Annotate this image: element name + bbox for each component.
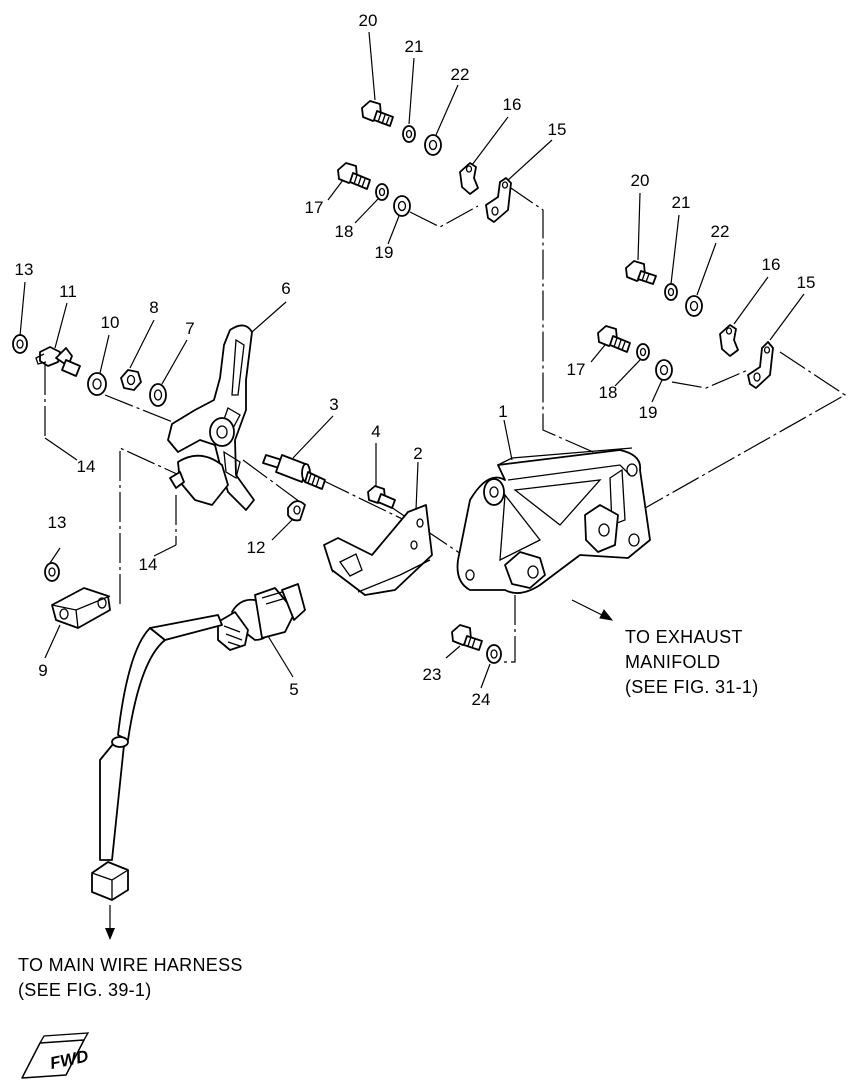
collar-12 <box>287 500 306 522</box>
exhaust-manifold-note: TO EXHAUST MANIFOLD (SEE FIG. 31-1) <box>625 625 759 700</box>
callout-13-lower: 13 <box>48 513 67 532</box>
washer-24 <box>486 644 502 664</box>
washer-19-right <box>655 359 673 381</box>
harness-arrow <box>105 905 115 940</box>
note-line: TO EXHAUST <box>625 627 743 647</box>
washer-10 <box>87 372 107 396</box>
lock-washer-18-upper-left <box>375 183 389 201</box>
callout-6: 6 <box>281 279 290 298</box>
lock-washer-18-right <box>636 343 650 361</box>
callout-5: 5 <box>289 680 298 699</box>
callout-2: 2 <box>413 444 422 463</box>
washer-13-upper <box>12 334 28 354</box>
callout-23: 23 <box>423 665 442 684</box>
bolt-23 <box>451 624 483 651</box>
note-line: MANIFOLD <box>625 652 721 672</box>
washer-7 <box>149 383 167 407</box>
washer-13-lower <box>44 562 60 582</box>
bolt-17-upper-left <box>337 162 371 190</box>
callout-16-right: 16 <box>762 255 781 274</box>
callout-22-right: 22 <box>711 222 730 241</box>
wire-harness-note: TO MAIN WIRE HARNESS (SEE FIG. 39-1) <box>18 953 243 1003</box>
nut-8 <box>120 369 142 391</box>
callout-11: 11 <box>59 282 77 301</box>
washer-22-upper-left <box>424 134 442 156</box>
fwd-mark: FWD <box>21 1032 90 1079</box>
main-bracket-1 <box>456 447 651 594</box>
callouts: 20 21 22 16 15 17 18 19 20 21 22 16 15 1… <box>15 11 816 709</box>
bolt-20-upper-left <box>361 100 394 127</box>
note-line: (SEE FIG. 31-1) <box>625 677 759 697</box>
callout-17-upper: 17 <box>305 198 324 217</box>
callout-21-upper: 21 <box>405 37 424 56</box>
note-line: TO MAIN WIRE HARNESS <box>18 955 243 975</box>
bolt-17-right <box>597 325 631 353</box>
callout-9: 9 <box>38 661 47 680</box>
ball-joint-11 <box>35 346 81 377</box>
callout-18-right: 18 <box>599 383 618 402</box>
callout-17-right: 17 <box>567 360 586 379</box>
callout-15-upper: 15 <box>548 120 567 139</box>
shaft-3 <box>262 454 326 490</box>
bracket-15-right <box>747 341 774 389</box>
sensor-5 <box>91 583 306 901</box>
callout-3: 3 <box>329 395 338 414</box>
callout-22-upper: 22 <box>451 65 470 84</box>
callout-20-upper: 20 <box>359 11 378 30</box>
clamp-16-upper-left <box>459 162 479 195</box>
bolt-4 <box>367 485 396 509</box>
callout-10: 10 <box>101 313 120 332</box>
callout-16-upper: 16 <box>503 95 522 114</box>
callout-14-upper: 14 <box>77 457 96 476</box>
bolt-20-right <box>625 260 657 285</box>
clamp-16-right <box>719 324 739 357</box>
exhaust-arrow <box>571 599 614 621</box>
lock-washer-21-upper-left <box>402 125 416 143</box>
bracket-2 <box>323 504 433 596</box>
callout-13-upper: 13 <box>15 260 34 279</box>
lever-6 <box>167 324 255 511</box>
callout-4: 4 <box>371 422 380 441</box>
callout-12: 12 <box>247 538 266 557</box>
callout-24: 24 <box>472 690 491 709</box>
callout-19-right: 19 <box>639 403 658 422</box>
ball-joint-9 <box>51 587 111 629</box>
bracket-15-upper-left <box>485 177 512 223</box>
note-line: (SEE FIG. 39-1) <box>18 980 152 1000</box>
callout-20-right: 20 <box>631 171 650 190</box>
washer-19-upper-left <box>393 195 411 217</box>
callout-14-lower: 14 <box>139 555 158 574</box>
callout-7: 7 <box>185 319 194 338</box>
callout-1: 1 <box>498 402 507 421</box>
callout-8: 8 <box>149 298 158 317</box>
callout-19-upper: 19 <box>375 243 394 262</box>
callout-15-right: 15 <box>797 273 816 292</box>
leader-lines <box>19 31 805 689</box>
callout-21-right: 21 <box>672 193 691 212</box>
callout-18-upper: 18 <box>335 222 354 241</box>
lock-washer-21-right <box>664 283 678 301</box>
assembly-lines <box>44 185 847 663</box>
washer-22-right <box>685 295 703 317</box>
